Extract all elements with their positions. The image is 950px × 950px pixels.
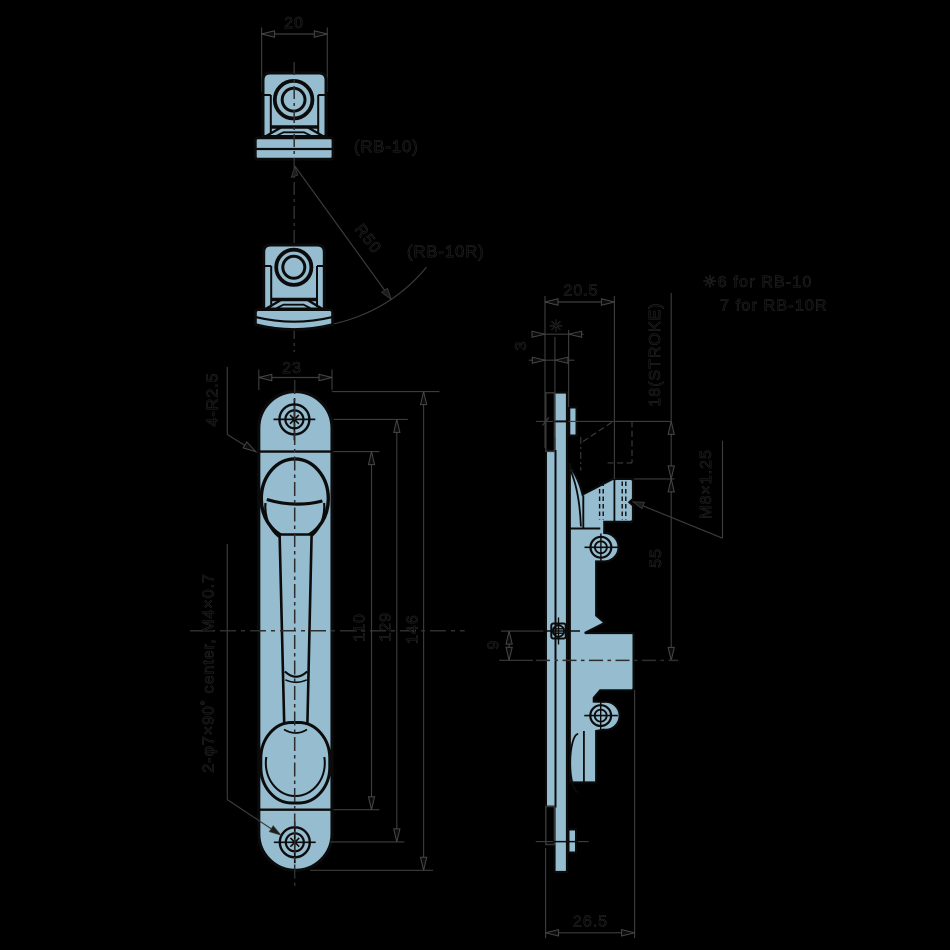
phantom-dashed-line (582, 421, 613, 442)
dimension-arrowhead (258, 373, 273, 382)
part-edge-line (273, 131, 314, 138)
dim-plate-width: 23 (282, 360, 302, 377)
side-plate-notch-bottom (544, 805, 556, 846)
leader-arrowhead (268, 825, 283, 836)
leader-arrowhead (290, 165, 299, 179)
leader-arrowhead (380, 287, 393, 301)
dimension-arrowhead (667, 465, 675, 480)
dimension-arrowhead (313, 30, 328, 38)
side-bolt-phantom (579, 421, 633, 471)
leader-arrowhead (631, 501, 646, 510)
reference-tick (542, 417, 550, 426)
dim-screw-span: 129 (378, 612, 395, 642)
side-plate-screw (543, 617, 580, 645)
dimension-arrowhead (261, 30, 276, 38)
dim-plate-length: 146 (405, 614, 422, 644)
dimension-arrowhead (667, 646, 675, 661)
view-side: 20.5 ✳ 3 ✳6 for RB-10 7 for RB-10R 18(ST… (485, 274, 828, 939)
label-variant-flat: (RB-10) (354, 138, 419, 156)
dimension-arrowhead (600, 298, 615, 306)
view-front: 23 4-R2.5 2-φ7×90˚ center, M4×0.7 110 12… (190, 360, 465, 889)
dimension-arrowhead (367, 451, 376, 466)
dim-screw-offset: 9 (486, 640, 503, 650)
dim-overall-depth: 26.5 (573, 914, 608, 931)
dimension-arrowhead (667, 478, 675, 493)
dim-body-depth: 20.5 (563, 283, 598, 300)
part-edge-line (273, 303, 314, 311)
dimension-arrowhead (545, 928, 560, 937)
part-edge-line (263, 126, 326, 139)
dimension-arrowhead (667, 421, 675, 435)
note-protrusion-line1: ✳6 for RB-10 (703, 274, 813, 291)
part-edge-line (264, 298, 324, 311)
knob-ring-round (274, 247, 314, 287)
leader-line (226, 799, 278, 834)
dimension-arrowhead (544, 298, 559, 306)
dim-faceplate-thickness: 3 (513, 341, 530, 351)
dimension-arrowhead (367, 796, 376, 810)
dimension-arrowhead (393, 828, 401, 843)
dimension-arrowhead (531, 356, 546, 364)
dim-stroke: 18(STROKE) (647, 302, 664, 406)
dimension-arrowhead (554, 356, 569, 364)
dim-handle-length: 110 (352, 613, 369, 642)
handle-stem (278, 533, 313, 725)
knob-flange-round (254, 308, 334, 331)
view-knob-flat: 20 (RB-10) (253, 15, 419, 161)
handle-stem-notch (284, 670, 308, 678)
leader-line (294, 165, 392, 300)
dim-corner-radius: 4-R2.5 (205, 372, 222, 426)
part-edge-line (255, 316, 333, 323)
dimension-arrowhead (568, 330, 583, 338)
handle-stem-notch (285, 679, 308, 684)
label-variant-round: (RB-10R) (407, 243, 485, 261)
label-radius: R50 (351, 221, 384, 257)
dimension-arrowhead (621, 928, 635, 937)
dimension-arrowhead (393, 419, 401, 433)
side-boss-bottom (584, 701, 618, 730)
handle-stem-end-arc (283, 728, 308, 734)
dim-rod-to-center: 55 (648, 548, 665, 568)
dim-knob-width: 20 (284, 15, 304, 32)
dimension-arrowhead (318, 373, 333, 382)
note-protrusion-line2: 7 for RB-10R (720, 298, 828, 315)
spring-bulge-arc (569, 733, 579, 793)
dimension-arrowhead (505, 646, 513, 661)
horn-inner-curve (569, 470, 582, 527)
rod-thread-dashes (598, 481, 627, 520)
side-boss-top (584, 533, 618, 561)
dim-mount-holes: 2-φ7×90˚ center, M4×0.7 (201, 573, 218, 773)
dimension-arrowhead (419, 856, 428, 871)
leader-line (632, 501, 723, 539)
dimension-arrowhead (531, 330, 546, 338)
view-knob-round: R50 (RB-10R) (254, 62, 485, 352)
dimension-arrowhead (505, 630, 513, 645)
dim-protrusion-mark: ✳ (549, 319, 563, 336)
handle-grip-edge (266, 497, 323, 506)
dimension-arrowhead (419, 391, 428, 406)
leader-arrowhead (242, 441, 258, 453)
knob-ring-inner-round (281, 254, 307, 280)
dim-rod-thread: M8×1.25 (698, 449, 715, 519)
side-body (568, 463, 635, 784)
